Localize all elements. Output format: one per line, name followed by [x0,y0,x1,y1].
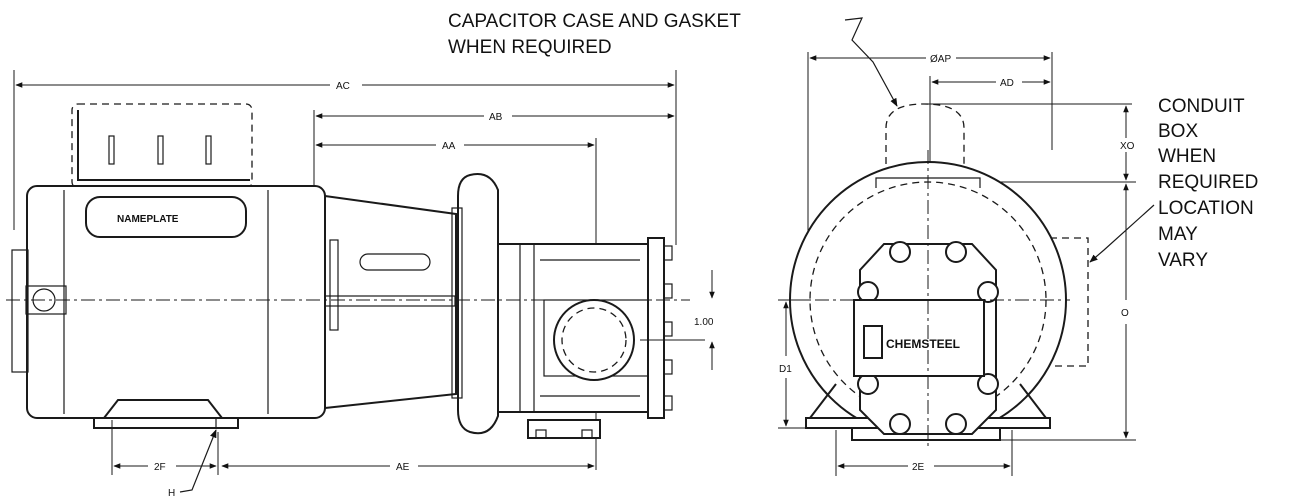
conduit-leader [1089,204,1155,263]
dim-1-00-label: 1.00 [694,317,714,328]
motor-foot [101,399,225,419]
dim-aa-label: AA [442,141,456,152]
conduit-line-2: BOX [1158,121,1198,142]
pump-base-bolt-right [581,429,593,439]
capacitor-case-outline [71,103,253,189]
capacitor-callout-line1: CAPACITOR CASE AND GASKET [448,11,741,32]
bracket-window [359,253,431,271]
bracket-bolts [329,239,339,331]
adapter-flange [457,173,499,435]
side-view: AC AB AA NAMEPLATE [6,70,715,499]
dim-h-label: H [168,488,175,499]
adapter-flange-edge [451,207,463,399]
conduit-line-1: CONDUIT [1158,96,1245,117]
h-leader [179,429,217,493]
conduit-line-4: REQUIRED [1158,172,1258,193]
dim-ab-label: AB [489,112,503,123]
motor-foot-base [93,417,239,429]
dim-2f-label: 2F [154,462,166,473]
capacitor-leader [844,17,898,107]
nameplate-label: NAMEPLATE [117,214,179,225]
end-view: ØAP AD XO O [778,52,1136,476]
pump-base [527,419,601,439]
conduit-callout: CONDUIT BOX WHEN REQUIRED LOCATION MAY V… [1089,96,1258,271]
pump-shaft [324,295,456,307]
pump-end-bolts [857,241,999,435]
pump-port-outer [553,299,635,381]
pump-base-bolt-left [535,429,547,439]
dim-ad-label: AD [1000,78,1014,89]
brand-logo-mark [863,325,883,359]
nameplate [85,196,247,238]
pump-port-thread [561,307,627,373]
pump-cover-plate [647,237,665,419]
dim-d1-label: D1 [779,364,792,375]
dim-o-label: O [1121,308,1129,319]
conduit-line-5: LOCATION [1158,198,1254,219]
dim-ae-label: AE [396,462,410,473]
dim-2e-label: 2E [912,462,925,473]
motor-rear-cap [11,249,29,373]
dim-ac-label: AC [336,81,350,92]
capacitor-terminals [108,135,212,165]
motor-end-feet-legs [809,383,1047,419]
pump-bracket [324,194,457,410]
brand-logo-text: CHEMSTEEL [886,337,960,351]
capacitor-case-body [77,110,250,181]
conduit-line-6: MAY [1158,224,1198,245]
capacitor-callout-line2: WHEN REQUIRED [448,37,612,58]
pump-end-logo-panel [853,299,985,377]
dim-ap-label: ØAP [930,54,951,65]
conduit-line-3: WHEN [1158,146,1216,167]
pump-cover-bolts [663,245,673,411]
dim-xo-label: XO [1120,141,1135,152]
pump-head-rib-left [519,243,535,413]
conduit-line-7: VARY [1158,250,1208,271]
